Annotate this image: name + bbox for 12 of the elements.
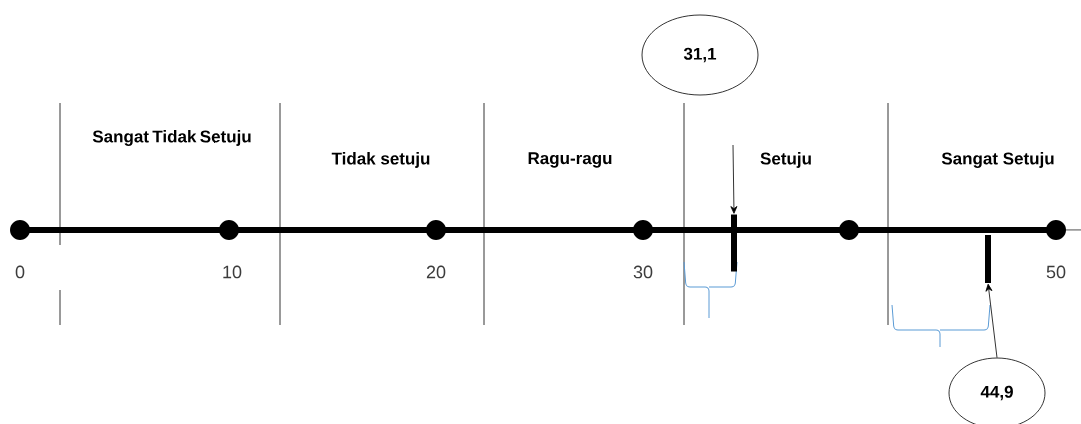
tick-label: 50 [1046,265,1066,279]
category-label: Sangat Setuju [941,152,1054,168]
category-label: Setuju [760,152,811,168]
tick-label: 20 [426,265,446,279]
tick-label: 0 [15,265,25,279]
category-label: Tidak setuju [331,152,430,168]
tick-label: 30 [633,265,653,279]
category-label: Sangat Tidak Setuju [92,130,251,146]
arrow [985,283,998,358]
tick-label: 10 [223,265,242,279]
category-label: Ragu-ragu [528,152,612,168]
arrow [730,144,738,214]
